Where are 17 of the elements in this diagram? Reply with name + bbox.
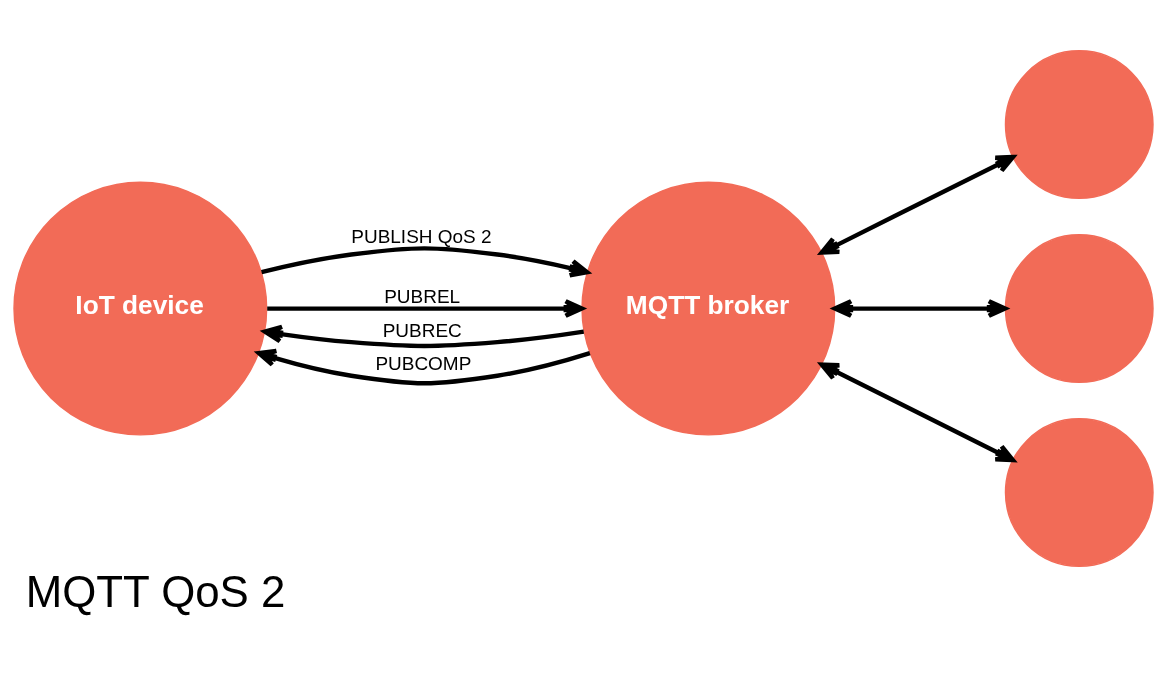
arrow [267, 298, 584, 318]
edge-label: PUBCOMP [375, 352, 472, 374]
node-circle [1004, 233, 1154, 383]
edge-label: PUBREC [382, 319, 462, 341]
node-circle [1004, 49, 1154, 199]
arrow [819, 154, 1016, 255]
arrow [819, 361, 1016, 462]
edge-label: PUBREL [384, 285, 461, 307]
arrow [261, 245, 590, 278]
edge-label: PUBLISH QoS 2 [351, 225, 492, 247]
node-circle [1004, 417, 1154, 567]
arrow [262, 324, 585, 348]
arrow [832, 298, 1008, 318]
diagram-title: MQTT QoS 2 [25, 566, 286, 616]
node-circle: IoT device [13, 181, 268, 436]
node-circle: MQTT broker [581, 181, 836, 436]
arrow [256, 348, 591, 385]
